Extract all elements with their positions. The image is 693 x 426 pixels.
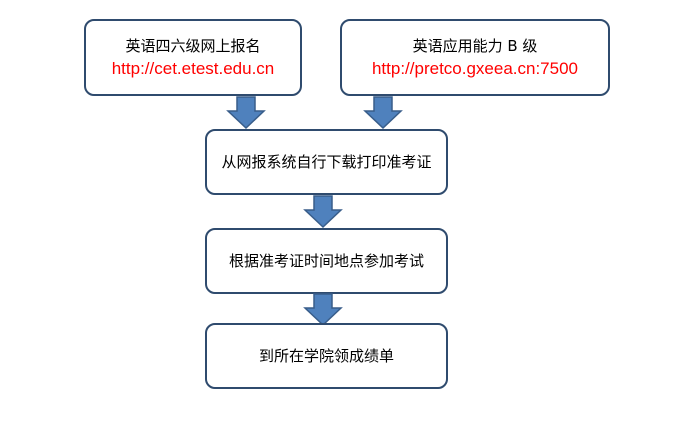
download-admission-ticket-box: 从网报系统自行下载打印准考证 bbox=[205, 129, 448, 195]
down-arrow-icon bbox=[226, 96, 266, 130]
pretco-registration-box: 英语应用能力 B 级 http://pretco.gxeea.cn:7500 bbox=[340, 19, 610, 96]
attend-exam-label: 根据准考证时间地点参加考试 bbox=[228, 252, 424, 270]
cet-registration-url[interactable]: http://cet.etest.edu.cn bbox=[111, 58, 275, 78]
down-arrow-icon bbox=[303, 195, 343, 229]
download-admission-ticket-label: 从网报系统自行下载打印准考证 bbox=[221, 153, 432, 171]
down-arrow-icon bbox=[303, 293, 343, 327]
collect-transcript-box: 到所在学院领成绩单 bbox=[205, 323, 448, 389]
cet-registration-title: 英语四六级网上报名 bbox=[125, 36, 261, 55]
pretco-registration-url[interactable]: http://pretco.gxeea.cn:7500 bbox=[371, 58, 579, 78]
cet-registration-box: 英语四六级网上报名 http://cet.etest.edu.cn bbox=[84, 19, 302, 96]
pretco-registration-title: 英语应用能力 B 级 bbox=[412, 36, 538, 55]
down-arrow-icon bbox=[363, 96, 403, 130]
collect-transcript-label: 到所在学院领成绩单 bbox=[258, 347, 394, 365]
attend-exam-box: 根据准考证时间地点参加考试 bbox=[205, 228, 448, 294]
